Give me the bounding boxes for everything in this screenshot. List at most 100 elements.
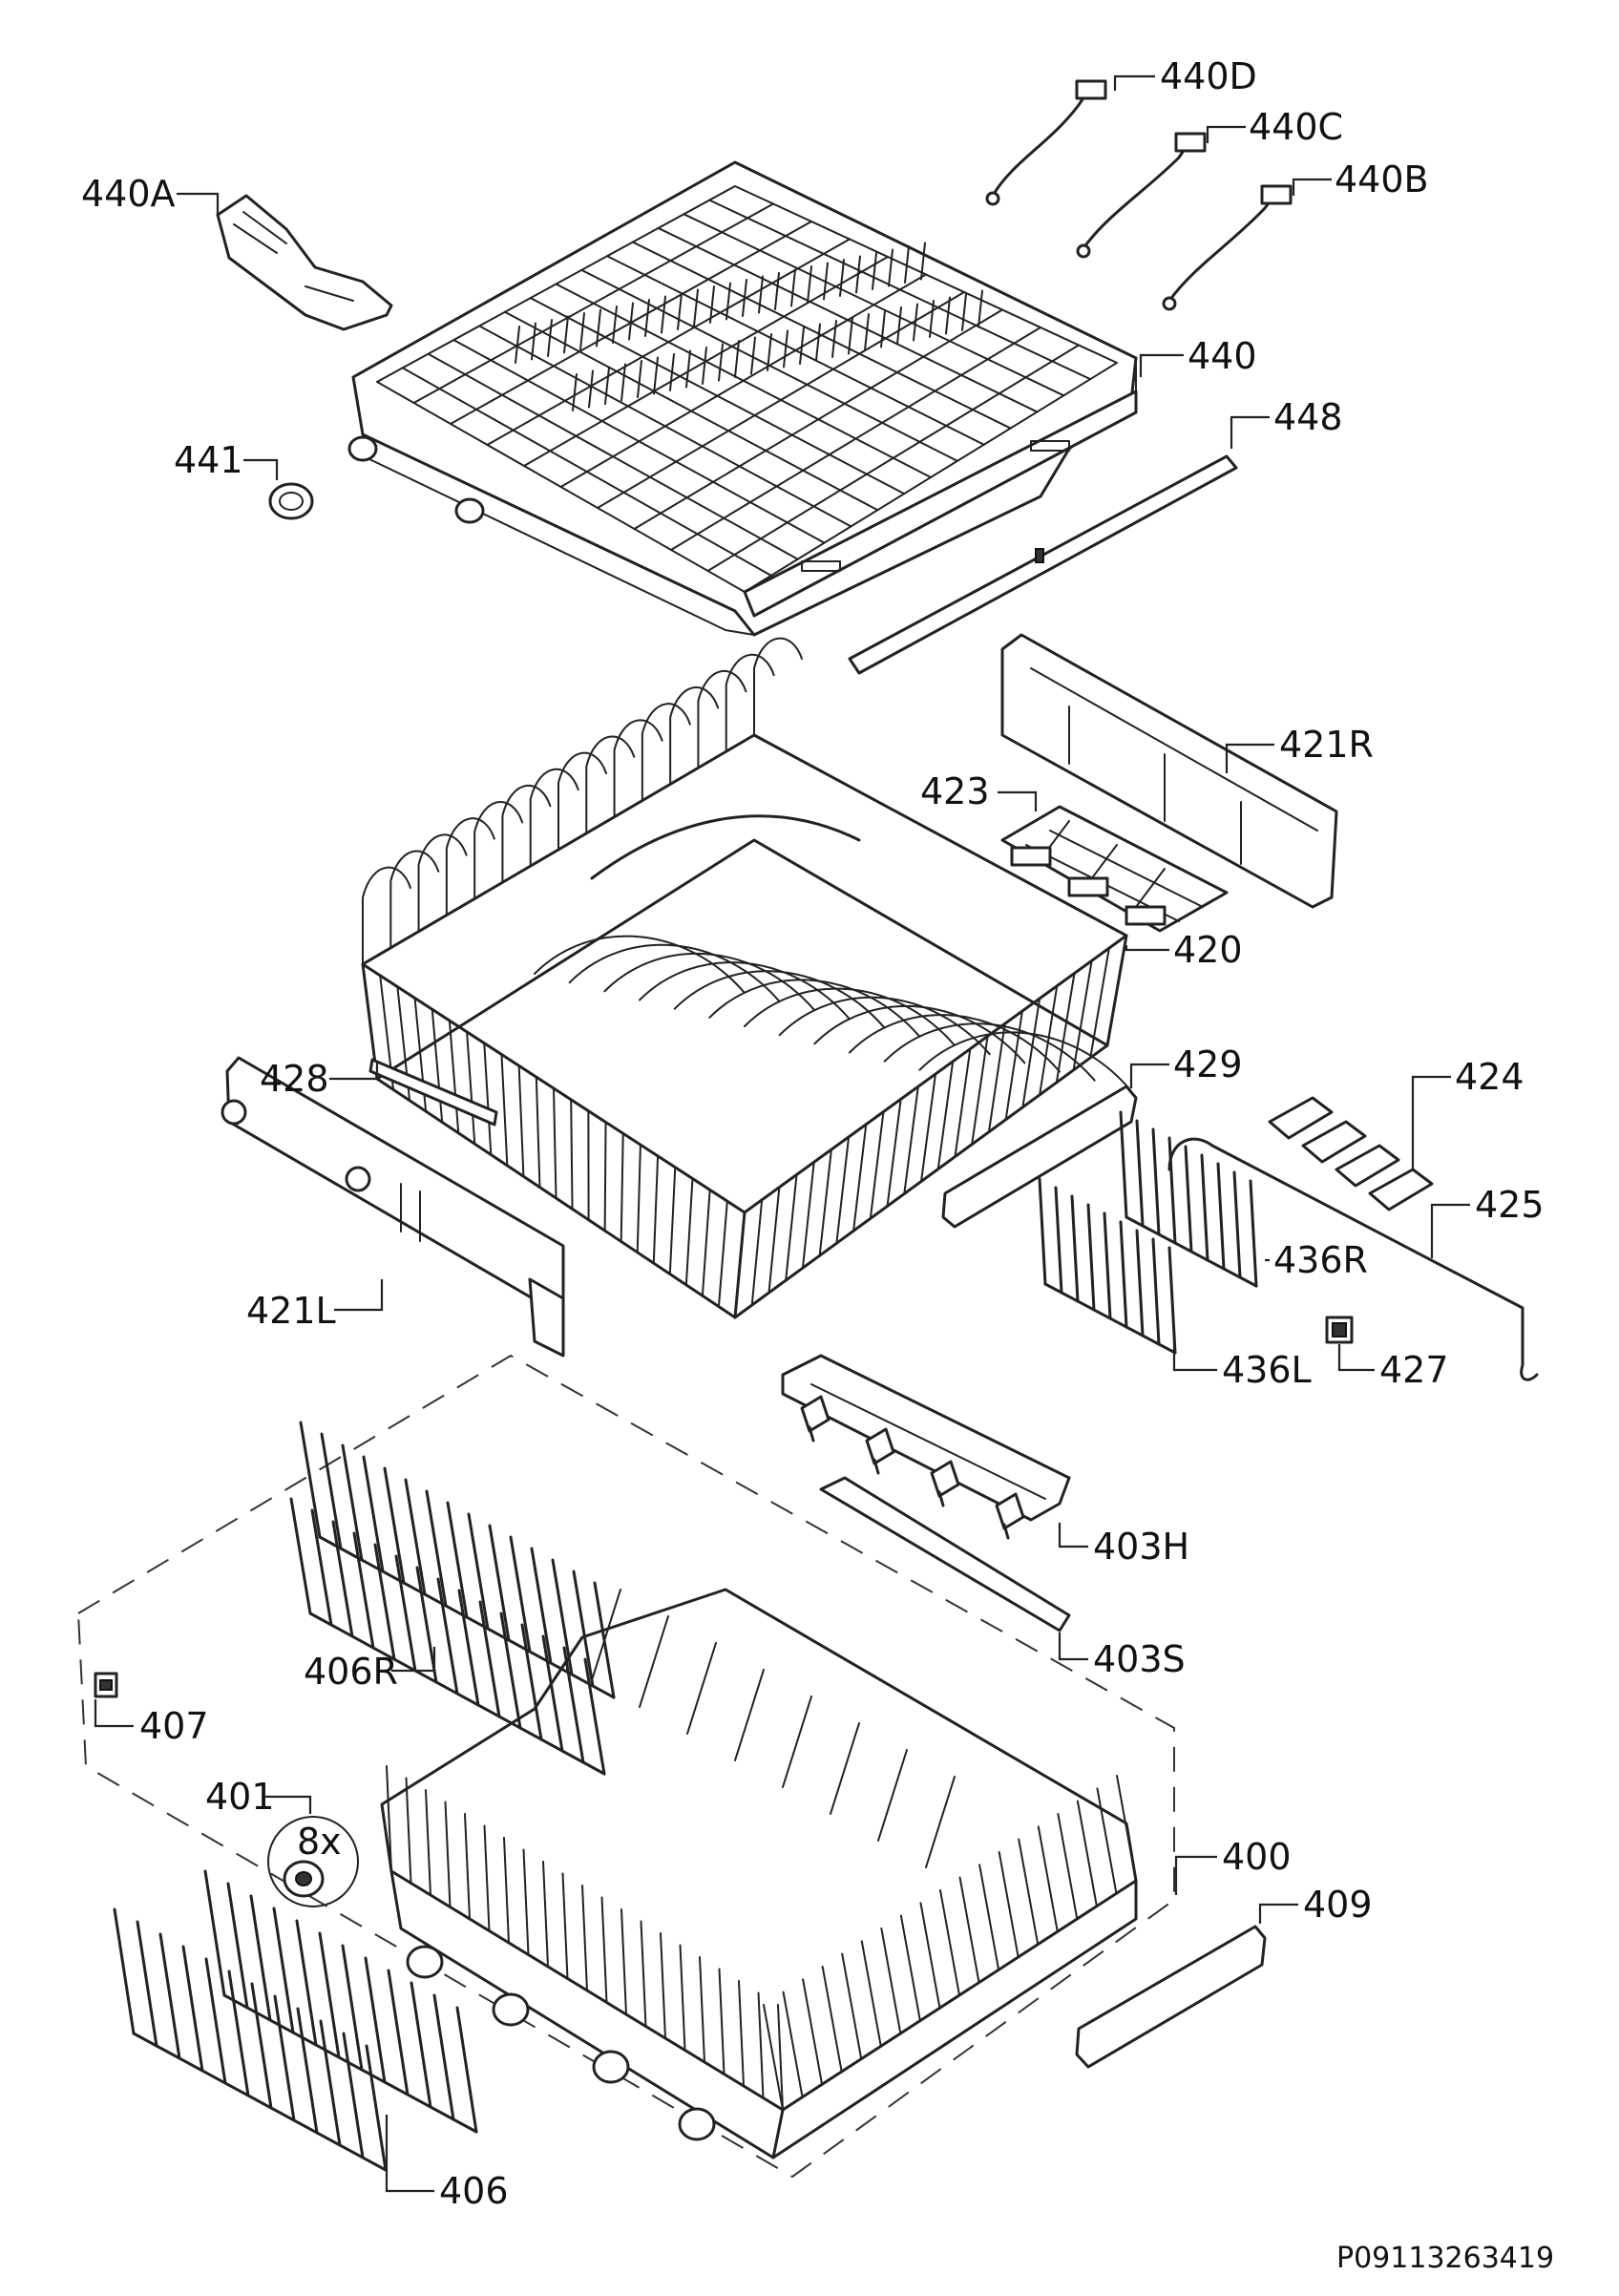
line-segment [1202, 1155, 1208, 1260]
line-segment [115, 1909, 134, 2033]
line-segment [1088, 1205, 1094, 1310]
line-segment [904, 1086, 918, 1193]
line-segment [389, 1970, 408, 2095]
line-segment [183, 1947, 202, 2071]
label-400: 400 [1222, 1836, 1292, 1878]
line-segment [803, 1979, 822, 2084]
line-segment [1056, 1188, 1062, 1293]
line-segment [490, 1526, 509, 1640]
tine-rack-436L [1040, 1179, 1175, 1353]
label-421R: 421R [1279, 724, 1374, 766]
line-segment [621, 1133, 623, 1241]
line-segment [926, 1777, 955, 1867]
lower-basket-400 [382, 1590, 1136, 2158]
line-segment [901, 1916, 920, 2021]
line-segment [786, 1174, 796, 1280]
line-segment [1186, 1147, 1191, 1252]
line-segment [735, 1212, 745, 1317]
line-segment [343, 1445, 362, 1560]
label-440D: 440D [1160, 55, 1257, 97]
line-segment [768, 1188, 779, 1293]
line-segment [564, 1648, 583, 1762]
basket-wheel [680, 2109, 714, 2139]
clip-427 [1327, 1317, 1352, 1342]
diagram-code: P09113263419 [1336, 2242, 1554, 2275]
line-segment [955, 1049, 970, 1157]
line-segment [519, 1065, 524, 1176]
line-segment [703, 1190, 710, 1295]
line-segment [592, 1590, 620, 1680]
line-segment [536, 1077, 540, 1187]
line-segment [823, 1967, 842, 2072]
line-segment [1107, 936, 1126, 1045]
label-440B: 440B [1335, 158, 1429, 200]
handle-440D [987, 81, 1105, 204]
line-segment [1137, 1121, 1143, 1226]
line-segment [312, 1510, 331, 1625]
label-436L: 436L [1222, 1349, 1312, 1391]
line-segment [783, 1696, 811, 1787]
label-407: 407 [139, 1705, 209, 1747]
knob-441 [270, 484, 312, 518]
line-segment [322, 1434, 341, 1548]
basket-wheel [494, 1994, 528, 2025]
line-segment [411, 1983, 431, 2107]
line-segment [396, 1556, 415, 1671]
label-403S: 403S [1093, 1638, 1186, 1680]
line-segment [1251, 1181, 1256, 1286]
label-424: 424 [1455, 1056, 1524, 1098]
line-segment [485, 1826, 490, 1931]
line-segment [842, 1954, 861, 2059]
line-segment [532, 1548, 551, 1663]
line-segment [448, 1503, 467, 1617]
line-segment [920, 1903, 939, 2008]
line-segment [385, 1468, 404, 1583]
basket-wheel [594, 2052, 628, 2082]
line-segment [681, 1946, 685, 2051]
line-segment [137, 1922, 157, 2046]
clips-424 [1270, 1098, 1432, 1210]
line-segment [820, 1149, 831, 1255]
line-segment [427, 1491, 446, 1606]
line-segment [291, 1499, 310, 1613]
line-segment [687, 1643, 716, 1734]
line-segment [511, 1537, 530, 1652]
line-segment [989, 1023, 1005, 1131]
label-428: 428 [260, 1058, 329, 1100]
label-441: 441 [174, 439, 243, 481]
line-segment [739, 1981, 744, 2086]
line-segment [333, 1522, 352, 1636]
label-423: 423 [920, 770, 990, 812]
line-segment [484, 1043, 491, 1155]
line-segment [759, 1993, 764, 2098]
line-segment [784, 1992, 803, 2097]
line-segment [1218, 1164, 1224, 1269]
line-segment [504, 1838, 509, 1943]
handle-bar-429 [943, 1086, 1136, 1227]
label-429: 429 [1173, 1043, 1243, 1085]
line-segment [853, 1125, 866, 1232]
label-403H: 403H [1093, 1526, 1189, 1568]
line-segment [938, 1062, 953, 1169]
line-segment [465, 1814, 470, 1919]
line-segment [467, 1032, 474, 1144]
line-segment [921, 1074, 936, 1182]
label-406: 406 [439, 2170, 509, 2212]
line-segment [1153, 1129, 1159, 1234]
line-segment [640, 1616, 668, 1707]
handle-409 [1077, 1927, 1265, 2067]
basket-wheel [408, 1947, 442, 1977]
line-segment [1058, 1814, 1077, 1919]
line-segment [1019, 1840, 1038, 1945]
line-segment [450, 1021, 458, 1133]
line-segment [1057, 974, 1075, 1083]
line-segment [752, 1200, 762, 1305]
line-segment [979, 1864, 999, 1970]
line-segment [469, 1514, 488, 1629]
line-segment [582, 1885, 587, 1991]
line-segment [1072, 1196, 1078, 1301]
label-425: 425 [1475, 1184, 1545, 1226]
line-segment [524, 1850, 529, 1955]
